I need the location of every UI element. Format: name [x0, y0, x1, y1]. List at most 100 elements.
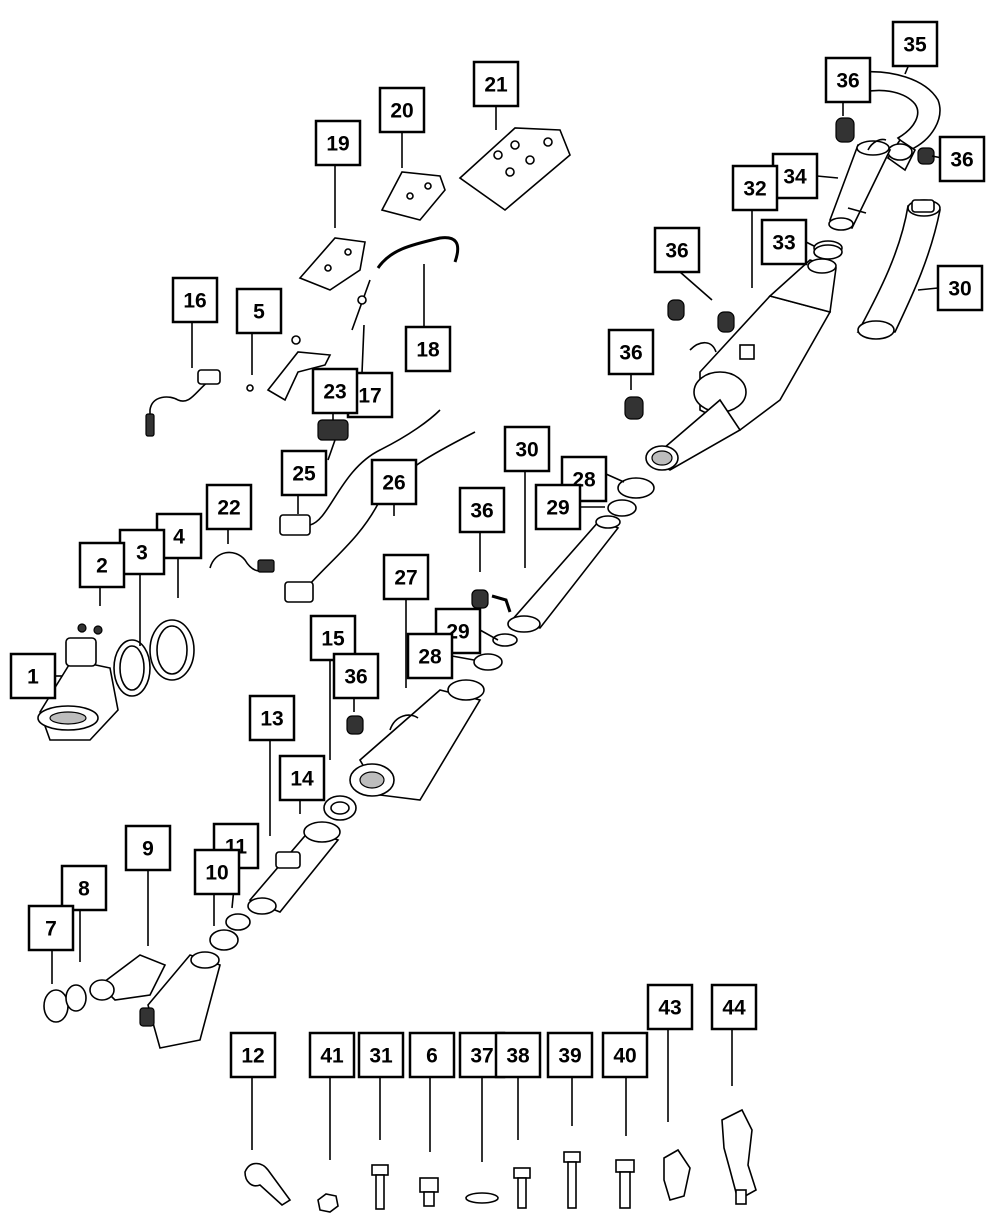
callout-c20: 20 — [378, 86, 426, 134]
callout-label: 36 — [950, 149, 973, 172]
callout-box — [408, 1031, 456, 1079]
callout-c18: 18 — [404, 325, 452, 373]
part-37-washer — [465, 1192, 499, 1204]
callout-box — [382, 553, 430, 601]
callout-c27: 27 — [382, 553, 430, 601]
callout-label: 10 — [205, 862, 228, 885]
callout-label: 30 — [948, 278, 971, 301]
callout-box — [760, 218, 808, 266]
callout-box — [710, 983, 758, 1031]
callout-label: 18 — [416, 339, 440, 362]
callout-c33: 33 — [760, 218, 808, 266]
callout-label: 2 — [96, 555, 108, 578]
callout-box — [406, 632, 454, 680]
callout-label: 13 — [260, 708, 283, 731]
callout-c36a: 36 — [824, 56, 872, 104]
callout-label: 27 — [394, 567, 417, 590]
part-35-tailpipe — [861, 70, 941, 172]
callout-label: 28 — [418, 646, 442, 669]
callout-box — [278, 754, 326, 802]
callout-box — [653, 226, 701, 274]
callout-label: 21 — [484, 74, 508, 97]
leader-line-c30a — [917, 287, 939, 291]
callout-label: 36 — [470, 500, 493, 523]
callout-box — [646, 983, 694, 1031]
callout-label: 34 — [783, 166, 807, 189]
callout-label: 8 — [78, 878, 90, 901]
callout-box — [534, 483, 582, 531]
callout-label: 29 — [546, 497, 569, 520]
callout-c12: 12 — [229, 1031, 277, 1079]
callout-box — [124, 824, 172, 872]
callout-c16: 16 — [171, 276, 219, 324]
callout-c15: 15 — [309, 614, 357, 662]
part-30-pipe-lower — [471, 589, 512, 613]
callout-box — [309, 614, 357, 662]
callout-label: 36 — [619, 342, 642, 365]
callout-label: 22 — [217, 497, 240, 520]
callout-box — [314, 119, 362, 167]
part-36-hangers-top — [835, 117, 935, 165]
callout-c36e: 36 — [458, 486, 506, 534]
leader-line-c17 — [361, 324, 365, 374]
part-3-gasket — [113, 639, 151, 697]
part-36-hanger-27 — [346, 715, 364, 735]
callout-c30b: 30 — [503, 425, 551, 473]
callout-c5: 5 — [235, 287, 283, 335]
callout-label: 39 — [558, 1045, 581, 1068]
callout-c44: 44 — [710, 983, 758, 1031]
callout-box — [27, 904, 75, 952]
callout-label: 23 — [323, 381, 346, 404]
callout-c41: 41 — [308, 1031, 356, 1079]
callout-c14: 14 — [278, 754, 326, 802]
leader-line-c36c — [679, 271, 713, 301]
part-4-v-band-clamp — [149, 619, 195, 681]
callout-box — [280, 449, 328, 497]
callout-label: 36 — [344, 666, 367, 689]
callout-label: 9 — [142, 838, 154, 861]
part-12-hanger — [244, 1162, 292, 1206]
leader-line-c28b — [451, 655, 475, 661]
callout-label: 5 — [253, 301, 265, 324]
part-40-bolt — [615, 1159, 635, 1209]
callout-c43: 43 — [646, 983, 694, 1031]
part-31-bolt — [371, 1164, 389, 1210]
callout-c26: 26 — [370, 458, 418, 506]
callout-label: 35 — [903, 34, 927, 57]
callout-label: 26 — [382, 472, 405, 495]
callout-box — [503, 425, 551, 473]
callout-label: 33 — [772, 232, 795, 255]
callout-c10: 10 — [193, 848, 241, 896]
part-10-11-clamp — [209, 913, 251, 951]
callout-c25: 25 — [280, 449, 328, 497]
callout-label: 32 — [743, 178, 766, 201]
part-32-muffler — [645, 258, 837, 471]
callout-label: 7 — [45, 918, 57, 941]
part-21-heat-shield — [458, 127, 571, 212]
callout-label: 36 — [836, 70, 859, 93]
callout-box — [9, 652, 57, 700]
callout-box — [891, 20, 939, 68]
callout-label: 40 — [613, 1045, 636, 1068]
part-25-module — [279, 409, 441, 536]
callout-box — [205, 483, 253, 531]
callout-c36b: 36 — [938, 135, 986, 183]
callout-label: 15 — [321, 628, 345, 651]
part-18-tube — [376, 236, 460, 269]
callout-label: 3 — [136, 542, 148, 565]
callout-c28b: 28 — [406, 632, 454, 680]
part-28-29-upper — [507, 477, 655, 633]
callout-label: 30 — [515, 439, 538, 462]
callout-c38: 38 — [494, 1031, 542, 1079]
part-drawings — [37, 70, 941, 1213]
callout-label: 6 — [426, 1045, 438, 1068]
part-33-clamp — [813, 240, 843, 260]
callout-label: 4 — [173, 526, 185, 549]
callout-label: 19 — [326, 133, 349, 156]
part-15-gasket — [323, 795, 357, 821]
callout-c21: 21 — [472, 60, 520, 108]
leader-line-c33 — [805, 241, 815, 247]
part-7-8-clamp — [43, 984, 87, 1023]
callout-box — [248, 694, 296, 742]
